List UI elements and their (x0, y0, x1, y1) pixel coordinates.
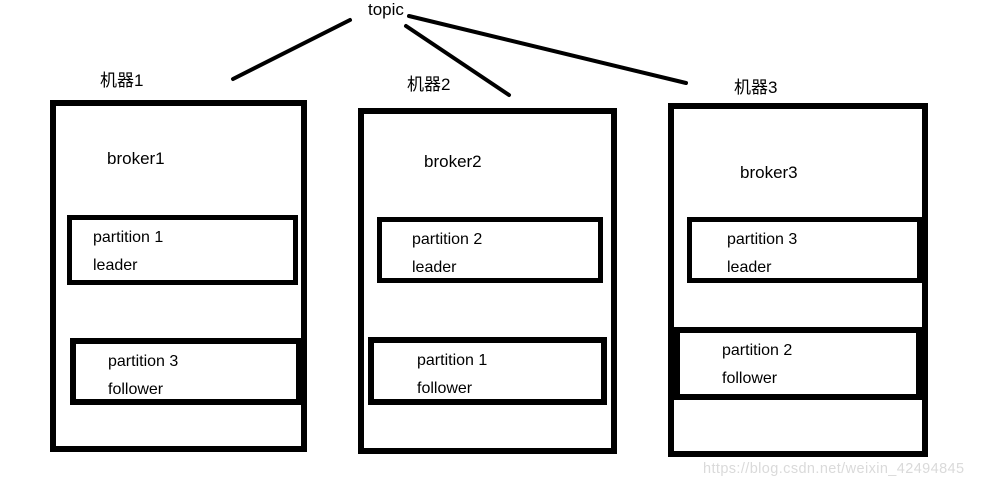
topic-label: topic (368, 0, 404, 19)
partition-name: partition 2 (722, 342, 793, 359)
partition-name: partition 3 (727, 231, 798, 248)
partition-role: follower (417, 380, 473, 397)
machine3-label: 机器3 (734, 78, 778, 97)
broker1-leader-partition-box: partition 1 leader (67, 215, 298, 285)
partition-name: partition 1 (417, 352, 488, 369)
partition-name: partition 3 (108, 353, 179, 370)
partition-role: follower (108, 381, 164, 398)
csdn-watermark: https://blog.csdn.net/weixin_42494845 (703, 461, 965, 477)
topic-to-machine1-line (231, 18, 352, 81)
broker2-follower-partition-box: partition 1 follower (368, 337, 607, 405)
broker3-follower-partition-box: partition 2 follower (674, 327, 922, 400)
broker1-follower-partition-box: partition 3 follower (70, 338, 302, 405)
partition-name: partition 1 (93, 229, 164, 246)
broker1-title: broker1 (107, 149, 165, 168)
partition-name: partition 2 (412, 231, 483, 248)
broker1-box: broker1 partition 1 leader partition 3 f… (50, 100, 307, 452)
partition-role: follower (722, 370, 778, 387)
broker2-leader-partition-box: partition 2 leader (377, 217, 603, 283)
broker2-box: broker2 partition 2 leader partition 1 f… (358, 108, 617, 454)
partition-role: leader (727, 259, 772, 276)
broker3-box: broker3 partition 3 leader partition 2 f… (668, 103, 928, 457)
topic-to-machine3-line (407, 14, 688, 85)
machine2-label: 机器2 (407, 75, 451, 94)
partition-role: leader (93, 257, 138, 274)
partition-role: leader (412, 259, 457, 276)
topic-to-machine2-line (404, 24, 511, 97)
broker3-leader-partition-box: partition 3 leader (687, 217, 922, 283)
machine1-label: 机器1 (100, 71, 144, 90)
broker2-title: broker2 (424, 152, 482, 171)
broker3-title: broker3 (740, 163, 798, 182)
